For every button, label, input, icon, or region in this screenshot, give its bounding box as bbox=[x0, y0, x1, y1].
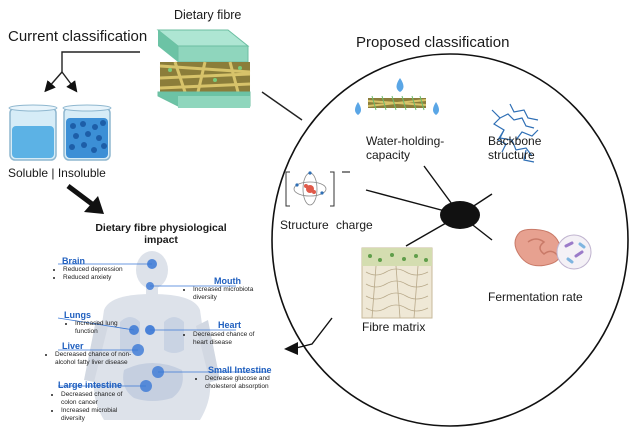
backbone-structure-icon bbox=[491, 103, 539, 163]
organ-name: Large intestine bbox=[58, 380, 123, 390]
human-body bbox=[84, 251, 220, 420]
gut-icon bbox=[514, 228, 592, 270]
heart-notes: Decreased chance of heart disease bbox=[184, 331, 270, 347]
fibre-matrix-icon bbox=[361, 247, 433, 319]
soluble-insoluble-label: Soluble | Insoluble bbox=[8, 166, 106, 180]
dietary-fibre-block bbox=[156, 29, 251, 108]
organ-small-intestine: Small Intestine bbox=[208, 365, 272, 375]
return-arrow bbox=[284, 317, 333, 355]
organ-brain: Brain bbox=[62, 256, 85, 266]
organ-lungs: Lungs bbox=[64, 310, 91, 320]
proposed-circle bbox=[271, 53, 629, 427]
structure-label: Structure bbox=[280, 218, 329, 232]
large-intestine-notes: Decreased chance of colon cancerIncrease… bbox=[52, 391, 136, 423]
note: Decreased chance of colon cancer bbox=[61, 391, 136, 407]
water-fibre-icon bbox=[355, 78, 439, 115]
liver-notes: Decreased chance of non-alcohol fatty li… bbox=[46, 351, 134, 367]
note: Decrease glucose and cholesterol absorpt… bbox=[205, 375, 296, 391]
fibre-connector bbox=[261, 91, 303, 121]
current-classification-title: Current classification bbox=[8, 28, 148, 45]
fibre-matrix-label: Fibre matrix bbox=[362, 320, 426, 334]
organ-name: Lungs bbox=[64, 310, 91, 320]
organ-name: Liver bbox=[62, 341, 84, 351]
charge-label: charge bbox=[336, 218, 373, 232]
small-intestine-notes: Decrease glucose and cholesterol absorpt… bbox=[196, 375, 296, 391]
organ-heart: Heart bbox=[218, 320, 241, 330]
mouth-notes: Increased microbiota diversity bbox=[184, 286, 274, 302]
impact-title-line-2: impact bbox=[144, 234, 178, 246]
backbone-structure-label: Backbone structure bbox=[488, 134, 542, 162]
note: Increased lung function bbox=[75, 320, 126, 336]
note: Reduced depression bbox=[63, 266, 144, 274]
insoluble-beaker bbox=[62, 104, 112, 161]
water-holding-capacity-label: Water-holding- capacity bbox=[366, 134, 445, 162]
charge-atom-icon bbox=[285, 171, 350, 207]
split-arrows bbox=[44, 51, 140, 93]
note: Decreased chance of non-alcohol fatty li… bbox=[55, 351, 134, 367]
organ-name: Mouth bbox=[214, 276, 241, 286]
impact-title: Dietary fibre physiological impact bbox=[86, 222, 236, 246]
organ-liver: Liver bbox=[62, 341, 84, 351]
impact-title-line-1: Dietary fibre physiological bbox=[95, 222, 227, 234]
brain-notes: Reduced depressionReduced anxiety bbox=[54, 266, 144, 282]
organ-mouth: Mouth bbox=[214, 276, 241, 286]
lungs-notes: Increased lung function bbox=[66, 320, 126, 336]
note: Decreased chance of heart disease bbox=[193, 331, 270, 347]
organ-name: Small Intestine bbox=[208, 365, 272, 375]
organ-name: Heart bbox=[218, 320, 242, 330]
note: Increased microbiota diversity bbox=[193, 286, 274, 302]
organ-large-intestine: Large intestine bbox=[58, 380, 122, 390]
fermentation-rate-label: Fermentation rate bbox=[488, 290, 583, 304]
central-hub bbox=[440, 201, 480, 229]
dietary-fibre-title: Dietary fibre bbox=[174, 8, 242, 22]
soluble-beaker bbox=[8, 104, 58, 161]
impact-arrow bbox=[66, 184, 104, 214]
proposed-classification-title: Proposed classification bbox=[356, 34, 510, 51]
organ-name: Brain bbox=[62, 256, 86, 266]
organ-leaders bbox=[57, 263, 268, 387]
note: Increased microbial diversity bbox=[61, 407, 136, 423]
note: Reduced anxiety bbox=[63, 274, 144, 282]
